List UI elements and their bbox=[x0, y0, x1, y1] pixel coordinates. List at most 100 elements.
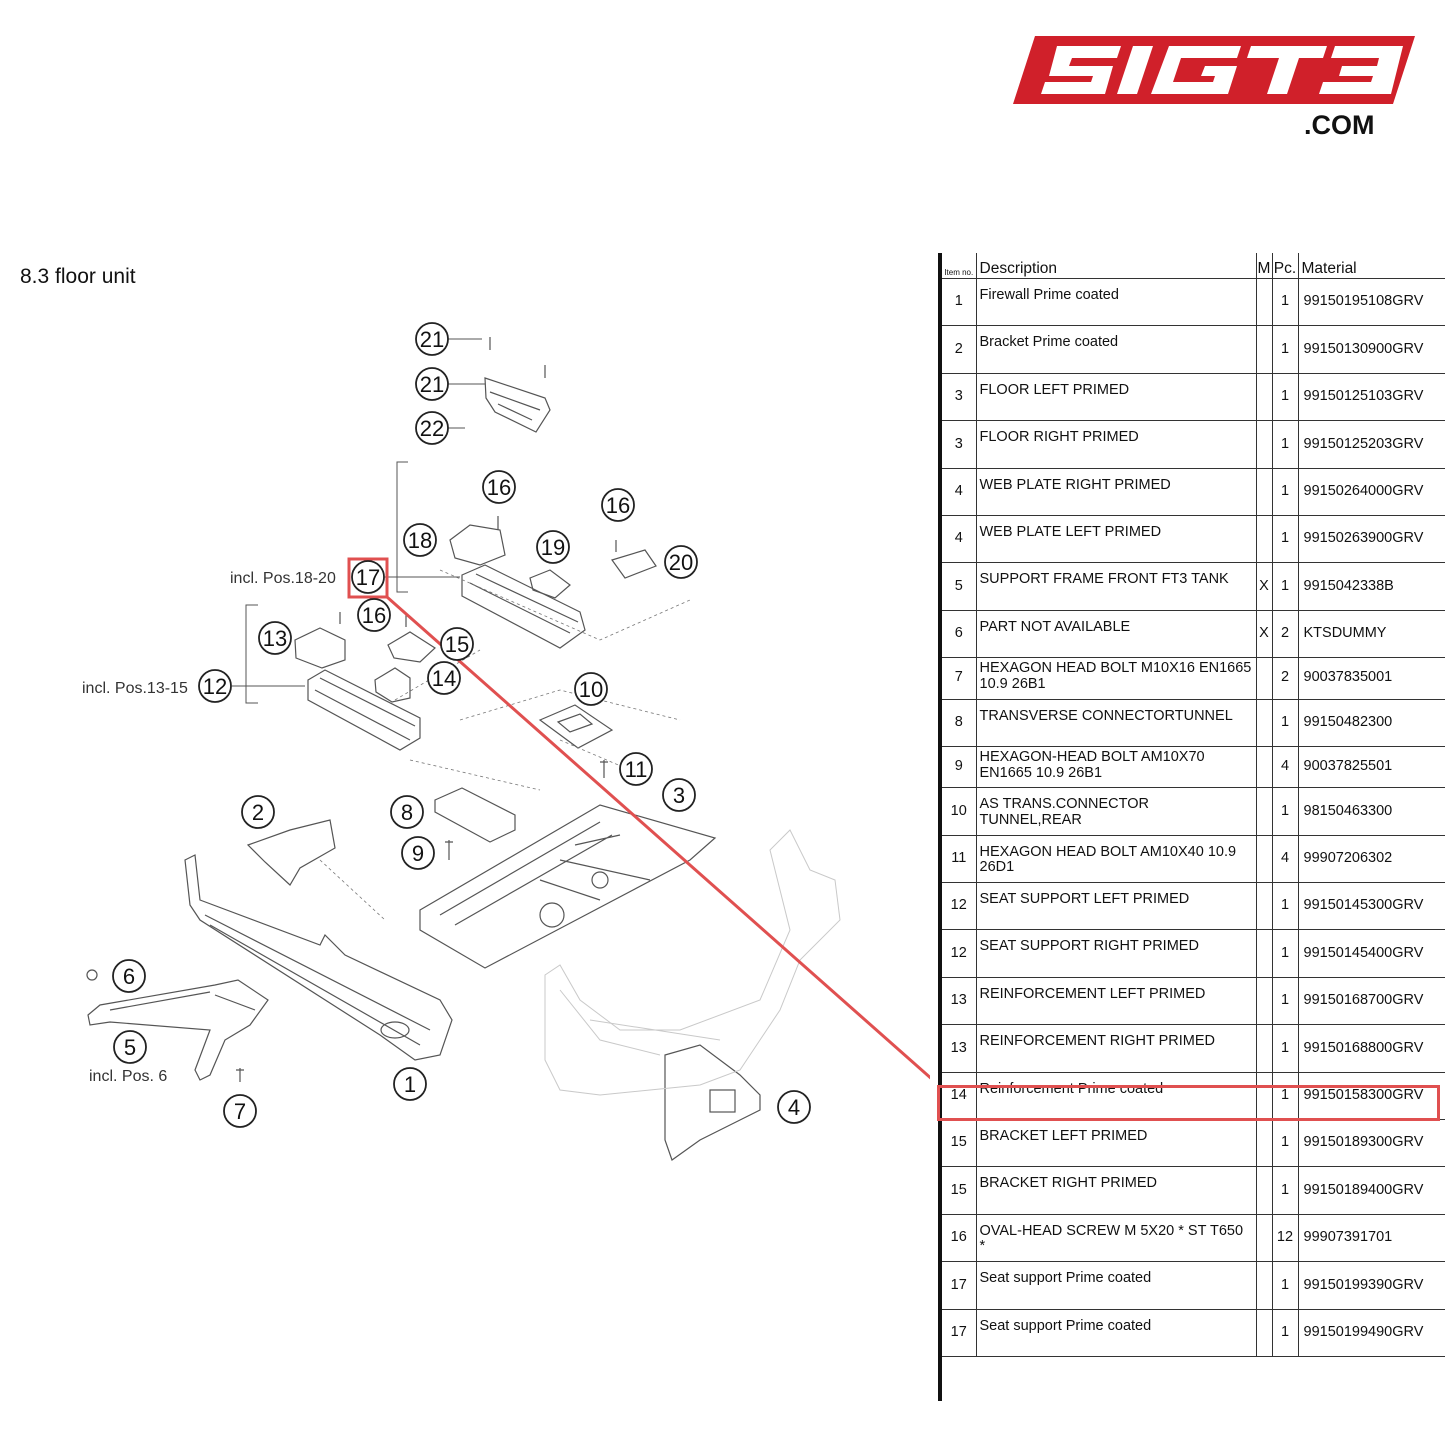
callout-label: 1 bbox=[404, 1072, 416, 1097]
cell-description: WEB PLATE LEFT PRIMED bbox=[976, 515, 1257, 564]
note-incl-13-15: incl. Pos.13-15 bbox=[82, 680, 188, 697]
cell-m bbox=[1256, 1214, 1273, 1263]
empty-cell bbox=[938, 1356, 1445, 1401]
cell-m bbox=[1256, 1261, 1273, 1310]
brand-logo bbox=[1013, 36, 1415, 104]
part-9-bolt bbox=[445, 840, 453, 860]
callout-10 bbox=[574, 672, 608, 706]
callout-16a bbox=[482, 470, 516, 504]
cell-description: Bracket Prime coated bbox=[976, 325, 1257, 374]
part-4-web-plate bbox=[664, 1044, 761, 1161]
cell-material: 99150264000GRV bbox=[1298, 468, 1445, 516]
cell-m bbox=[1256, 1309, 1273, 1357]
cell-material: 99150199390GRV bbox=[1298, 1261, 1445, 1310]
cell-description: AS TRANS.CONNECTOR TUNNEL,REAR bbox=[976, 787, 1257, 836]
part-14-reinforcement bbox=[374, 667, 411, 703]
cell-item-no: 4 bbox=[938, 468, 977, 516]
callout-16c bbox=[357, 598, 391, 632]
part-21-bracket bbox=[484, 377, 551, 433]
cell-material: 9915042338B bbox=[1298, 562, 1445, 611]
cell-material: 99150130900GRV bbox=[1298, 325, 1445, 374]
cell-item-no: 9 bbox=[938, 746, 977, 789]
callout-label: 4 bbox=[788, 1095, 800, 1120]
callout-label: 9 bbox=[412, 841, 424, 866]
cell-pc: 12 bbox=[1272, 1214, 1299, 1263]
table-trailing-space bbox=[938, 1356, 1445, 1401]
cell-description: Seat support Prime coated bbox=[976, 1309, 1257, 1357]
cell-m bbox=[1256, 420, 1273, 469]
cell-item-no: 12 bbox=[938, 929, 977, 978]
part-13-reinforcement bbox=[294, 627, 346, 669]
callout-4 bbox=[777, 1090, 811, 1124]
callout-3 bbox=[662, 778, 696, 812]
callout-label: 6 bbox=[123, 964, 135, 989]
part-15-bracket bbox=[387, 631, 436, 663]
callout-label: 18 bbox=[408, 528, 432, 553]
cell-item-no: 2 bbox=[938, 325, 977, 374]
part-8-connector bbox=[434, 787, 516, 843]
cell-description: WEB PLATE RIGHT PRIMED bbox=[976, 468, 1257, 516]
cell-description: PART NOT AVAILABLE bbox=[976, 610, 1257, 659]
callout-17 bbox=[351, 560, 385, 594]
part-18-reinforcement bbox=[449, 524, 506, 566]
cell-m bbox=[1256, 977, 1273, 1026]
callout-8 bbox=[390, 795, 424, 829]
cell-item-no: 17 bbox=[938, 1309, 977, 1357]
cell-pc: 1 bbox=[1272, 1119, 1299, 1168]
cell-item-no: 3 bbox=[938, 420, 977, 469]
cell-item-no: 4 bbox=[938, 515, 977, 564]
callout-label: 2 bbox=[252, 800, 264, 825]
cell-pc: 1 bbox=[1272, 1024, 1299, 1073]
cell-material: 99150195108GRV bbox=[1298, 278, 1445, 327]
part-1-firewall bbox=[184, 854, 453, 1061]
cell-material: 99150189400GRV bbox=[1298, 1166, 1445, 1215]
cell-item-no: 17 bbox=[938, 1261, 977, 1310]
cell-material: 99150145300GRV bbox=[1298, 882, 1445, 931]
note-incl-18-20: incl. Pos.18-20 bbox=[230, 570, 336, 587]
cell-material: 90037835001 bbox=[1298, 657, 1445, 700]
cell-pc: 1 bbox=[1272, 1072, 1299, 1121]
cell-pc: 1 bbox=[1272, 562, 1299, 611]
cell-item-no: 10 bbox=[938, 787, 977, 836]
callout-label: 20 bbox=[669, 550, 693, 575]
cell-pc: 1 bbox=[1272, 977, 1299, 1026]
cell-material: 99150125203GRV bbox=[1298, 420, 1445, 469]
cell-description: HEXAGON HEAD BOLT M10X16 EN1665 10.9 26B… bbox=[976, 657, 1257, 700]
cell-material: 99150482300 bbox=[1298, 699, 1445, 747]
cell-item-no: 15 bbox=[938, 1119, 977, 1168]
part-5-support-frame bbox=[87, 979, 269, 1081]
cell-material: 99150145400GRV bbox=[1298, 929, 1445, 978]
cell-m bbox=[1256, 1024, 1273, 1073]
note-incl-6: incl. Pos. 6 bbox=[89, 1068, 167, 1085]
cell-description: BRACKET RIGHT PRIMED bbox=[976, 1166, 1257, 1215]
part-10-connector bbox=[538, 704, 614, 749]
cell-material: 99150168800GRV bbox=[1298, 1024, 1445, 1073]
cell-description: OVAL-HEAD SCREW M 5X20 * ST T650 * bbox=[976, 1214, 1257, 1263]
cell-material: 99150158300GRV bbox=[1298, 1072, 1445, 1121]
callout-16b bbox=[601, 488, 635, 522]
